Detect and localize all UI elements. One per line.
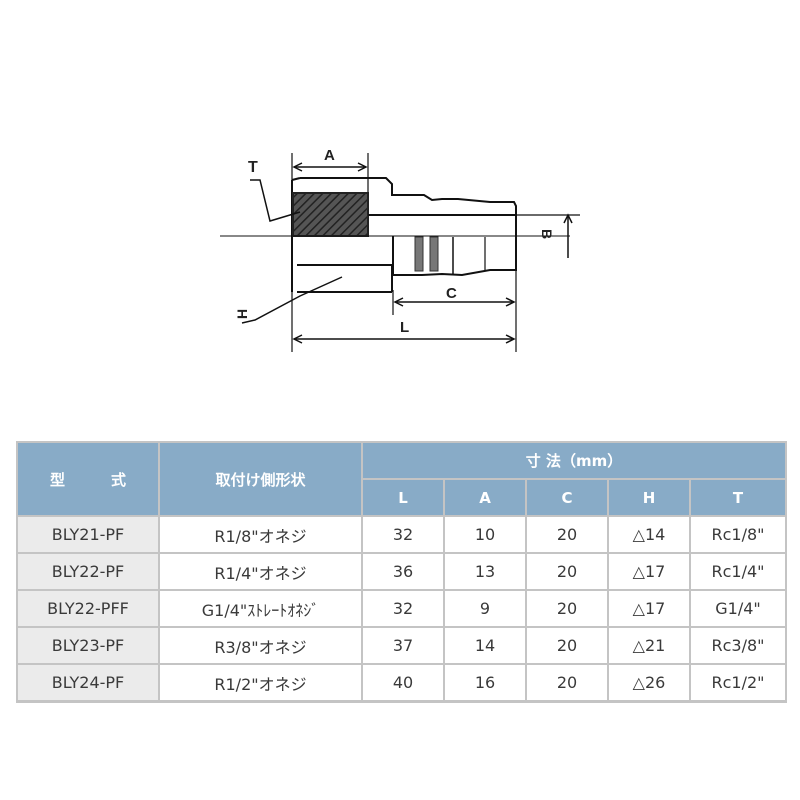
t-cell: Rc1/8"	[688, 515, 788, 554]
a-cell: 9	[443, 589, 527, 628]
c-cell: 20	[525, 552, 609, 591]
l-cell: 37	[361, 626, 445, 665]
c-cell: 20	[525, 663, 609, 703]
c-cell: 20	[525, 626, 609, 665]
header-dimensions: 寸 法（mm）	[360, 441, 788, 480]
drawing-label-a: A	[324, 147, 335, 164]
drawing-label-b: B	[539, 229, 555, 239]
l-cell: 36	[361, 552, 445, 591]
t-cell: Rc3/8"	[688, 626, 788, 665]
l-cell: 40	[361, 663, 445, 703]
shape-cell: G1/4"ｽﾄﾚｰﾄｵﾈｼﾞ	[158, 589, 363, 628]
table-row: BLY22-PFF G1/4"ｽﾄﾚｰﾄｵﾈｼﾞ 32 9 20 △17 G1/…	[16, 589, 788, 628]
shape-cell: R1/2"オネジ	[158, 663, 363, 703]
t-cell: Rc1/4"	[688, 552, 788, 591]
header-mounting-shape: 取付け側形状	[158, 441, 363, 517]
h-cell: △17	[607, 589, 691, 628]
c-cell: 20	[525, 515, 609, 554]
shape-cell: R1/8"オネジ	[158, 515, 363, 554]
t-cell: G1/4"	[688, 589, 788, 628]
table-row: BLY24-PF R1/2"オネジ 40 16 20 △26 Rc1/2"	[16, 663, 788, 703]
drawing-label-h: H	[234, 309, 250, 319]
l-cell: 32	[361, 589, 445, 628]
model-cell: BLY24-PF	[16, 663, 160, 703]
drawing-label-c: C	[446, 285, 457, 302]
table-row: BLY23-PF R3/8"オネジ 37 14 20 △21 Rc3/8"	[16, 626, 788, 665]
drawing-label-l: L	[400, 319, 409, 336]
shape-cell: R3/8"オネジ	[158, 626, 363, 665]
model-cell: BLY22-PFF	[16, 589, 160, 628]
h-cell: △26	[607, 663, 691, 703]
specification-table: 型式 取付け側形状 寸 法（mm） L A C H T BLY21-PF R1/…	[16, 441, 788, 703]
header-l: L	[361, 478, 445, 517]
header-a: A	[443, 478, 527, 517]
a-cell: 10	[443, 515, 527, 554]
a-cell: 16	[443, 663, 527, 703]
shape-cell: R1/4"オネジ	[158, 552, 363, 591]
model-cell: BLY22-PF	[16, 552, 160, 591]
header-c: C	[525, 478, 609, 517]
t-cell: Rc1/2"	[688, 663, 788, 703]
h-cell: △17	[607, 552, 691, 591]
h-cell: △14	[607, 515, 691, 554]
a-cell: 13	[443, 552, 527, 591]
c-cell: 20	[525, 589, 609, 628]
table-row: BLY22-PF R1/4"オネジ 36 13 20 △17 Rc1/4"	[16, 552, 788, 591]
header-h: H	[607, 478, 691, 517]
a-cell: 14	[443, 626, 527, 665]
l-cell: 32	[361, 515, 445, 554]
h-cell: △21	[607, 626, 691, 665]
model-cell: BLY23-PF	[16, 626, 160, 665]
fitting-dimension-drawing: A T C L H B	[200, 120, 600, 360]
model-cell: BLY21-PF	[16, 515, 160, 554]
header-t: T	[688, 478, 788, 517]
drawing-label-t: T	[248, 159, 258, 176]
header-model: 型式	[16, 441, 160, 517]
table-row: BLY21-PF R1/8"オネジ 32 10 20 △14 Rc1/8"	[16, 515, 788, 554]
